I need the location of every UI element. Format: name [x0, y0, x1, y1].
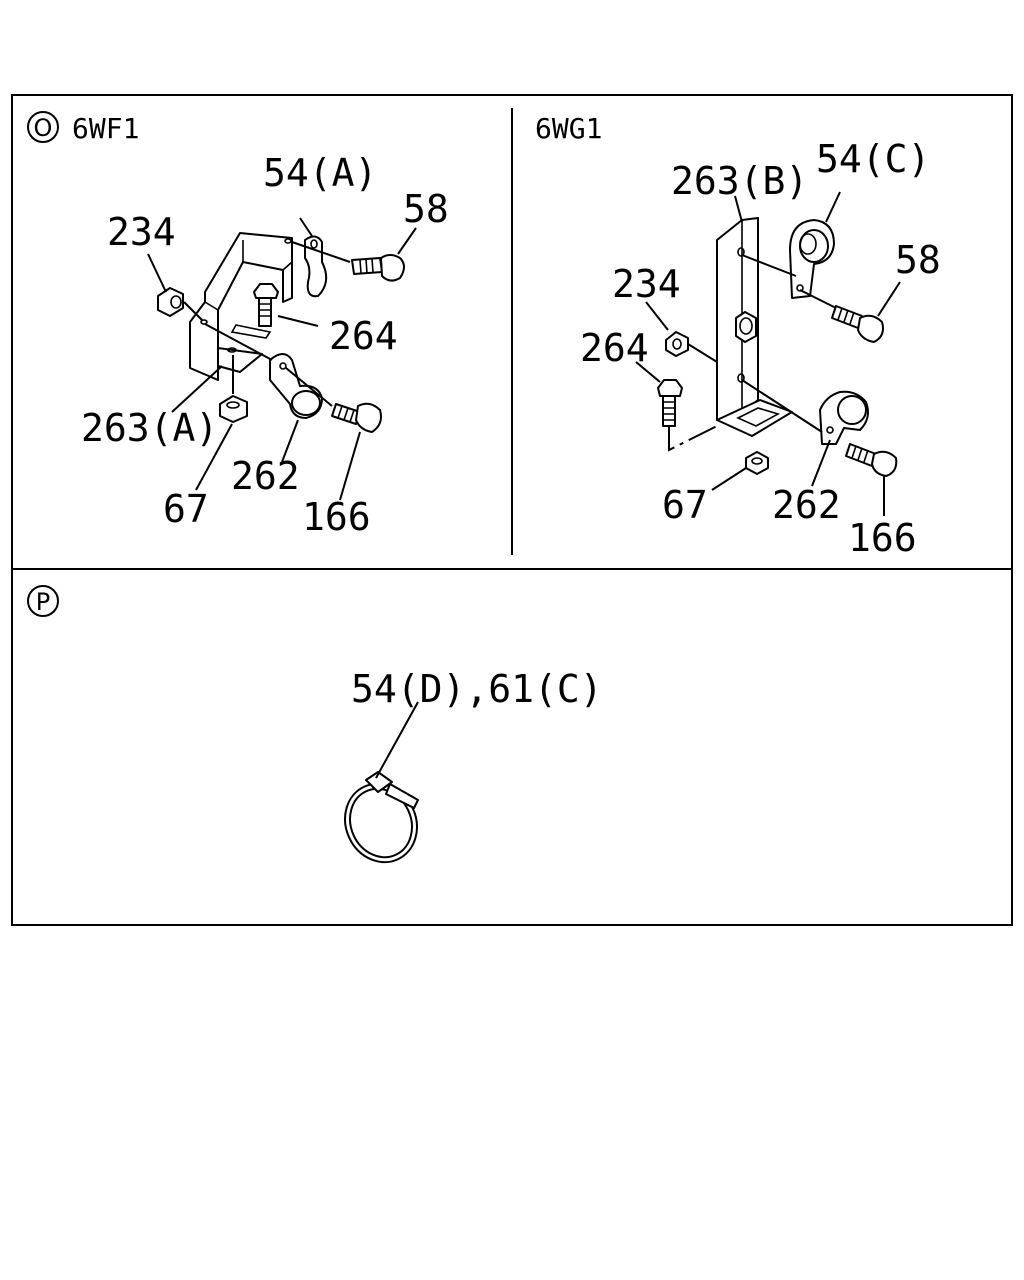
- model-title-6wg1: 6WG1: [535, 112, 602, 145]
- label-58: 58: [403, 187, 449, 231]
- panel-p: P 54(D),61(C): [27, 585, 603, 864]
- svg-text:P: P: [36, 588, 50, 616]
- bolt-58: [351, 254, 405, 282]
- label-166: 166: [302, 495, 371, 539]
- label-166-right: 166: [848, 516, 917, 560]
- label-234-right: 234: [612, 262, 681, 306]
- label-262: 262: [231, 454, 300, 498]
- panel-marker-p: P: [27, 585, 59, 617]
- leaders-6wf1: [147, 217, 417, 501]
- clip-54c: [789, 219, 835, 299]
- diagram-frame: [11, 94, 1013, 926]
- label-264: 264: [329, 314, 398, 358]
- hose-clamp: [344, 771, 419, 864]
- bolt-264-right: [657, 379, 683, 427]
- bolt-166: [331, 402, 382, 433]
- label-263a: 263(A): [81, 406, 218, 450]
- label-264-right: 264: [580, 326, 649, 370]
- clip-262-right: [819, 390, 869, 445]
- bracket-263a: [189, 232, 293, 381]
- label-67-right: 67: [662, 483, 708, 527]
- clip-262: [269, 353, 323, 419]
- label-67: 67: [163, 487, 209, 531]
- nut-67: [219, 395, 248, 423]
- clip-54a: [304, 235, 328, 298]
- label-54a: 54(A): [263, 151, 377, 195]
- bolt-58-right: [831, 305, 884, 343]
- svg-text:O: O: [34, 114, 53, 142]
- nut-67-right: [745, 451, 769, 475]
- label-54c: 54(C): [816, 137, 930, 181]
- label-234: 234: [107, 210, 176, 254]
- panel-6wg1: 6WG1: [535, 112, 941, 560]
- bracket-263b: [716, 217, 793, 437]
- label-263b: 263(B): [671, 159, 808, 203]
- leaders-6wg1: [635, 191, 901, 516]
- panel-6wf1: O 6WF1: [27, 111, 449, 539]
- bolt-264: [253, 283, 279, 327]
- label-54d-61c: 54(D),61(C): [351, 667, 603, 711]
- panel-marker-o: O: [27, 111, 59, 143]
- nut-234-right: [665, 331, 689, 357]
- nut-234: [157, 287, 184, 317]
- label-262-right: 262: [772, 483, 841, 527]
- model-title-6wf1: 6WF1: [72, 112, 139, 145]
- bolt-166-right: [845, 443, 898, 477]
- label-58-right: 58: [895, 238, 941, 282]
- leader-54d-61c: [375, 701, 419, 779]
